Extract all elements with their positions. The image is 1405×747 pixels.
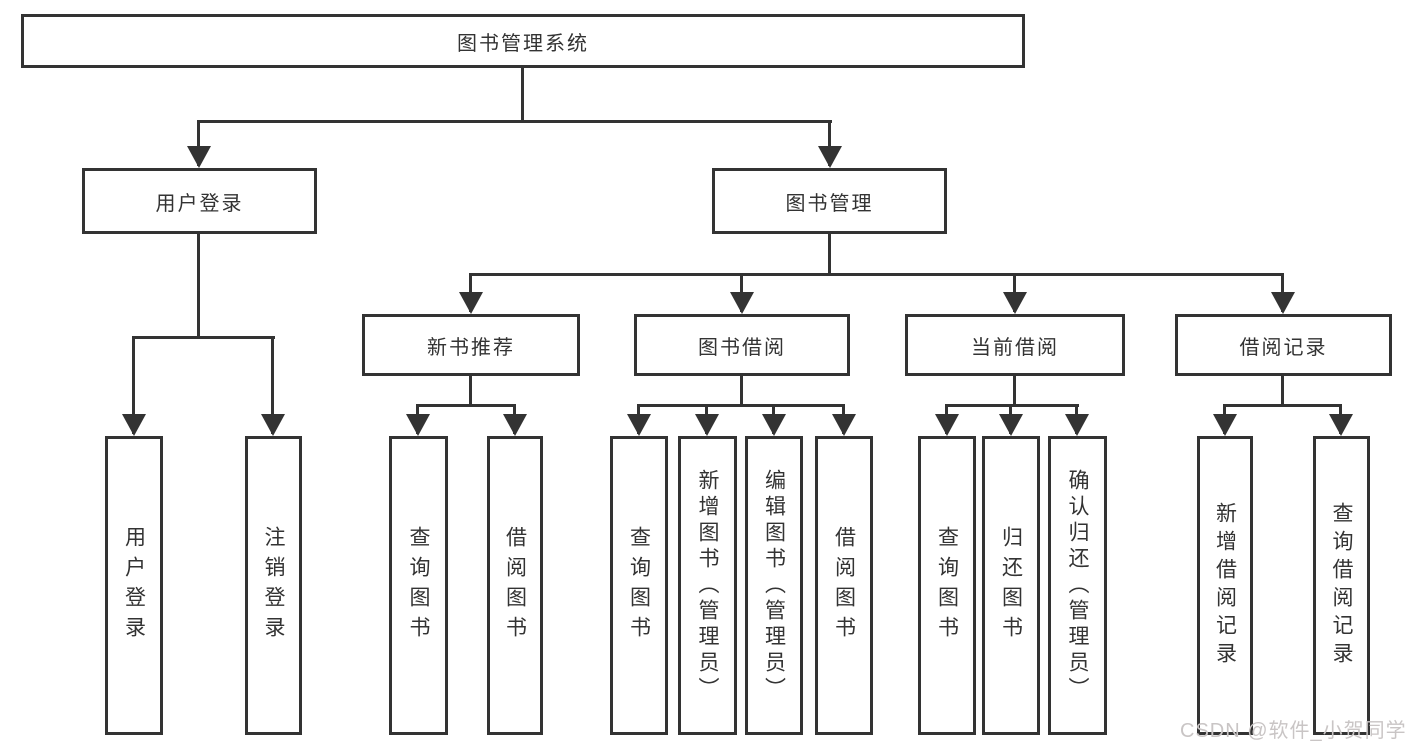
connector-root-stem (521, 66, 524, 122)
arrowhead-new-book-recommend (459, 292, 483, 314)
arrowhead-book-borrow (730, 292, 754, 314)
node-label: 用户登录 (122, 525, 146, 646)
node-leaf-logout: 注销登录 (245, 436, 302, 735)
arrowhead-borrow-books-c (832, 414, 856, 436)
arrowhead-query-books-d (935, 414, 959, 436)
connector-user-login-stem (197, 234, 200, 339)
connector-borrow-records-stem (1281, 376, 1284, 407)
arrowhead-user-login-leaf (122, 414, 146, 436)
arrowhead-add-books-c (695, 414, 719, 436)
node-leaf-query-books-borrow: 查询图书 (610, 436, 668, 735)
connector-borrow-records-branch (1223, 404, 1342, 407)
node-label: 借阅记录 (1239, 336, 1328, 359)
node-leaf-user-login: 用户登录 (105, 436, 163, 735)
node-book-management: 图书管理 (712, 168, 947, 234)
arrowhead-query-books-c (627, 414, 651, 436)
connector-book-management-stem (828, 234, 831, 276)
connector-new-book-branch (416, 404, 516, 407)
node-label: 新书推荐 (427, 336, 515, 359)
node-new-book-recommend: 新书推荐 (362, 314, 580, 376)
node-leaf-query-books-current: 查询图书 (918, 436, 976, 735)
node-label: 用户登录 (155, 192, 244, 215)
node-label: 图书管理 (785, 192, 874, 215)
node-leaf-return-books: 归还图书 (982, 436, 1040, 735)
arrowhead-current-borrow (1003, 292, 1027, 314)
arrowhead-add-record-e (1213, 414, 1237, 436)
node-label: 查询图书 (407, 525, 430, 646)
connector-root-to-user-login (197, 120, 200, 166)
node-leaf-edit-books-admin: 编辑图书（管理员） (745, 436, 803, 735)
connector-current-borrow-stem (1013, 376, 1016, 407)
connector-new-book-stem (469, 376, 472, 407)
node-label: 确认归还（管理员） (1066, 468, 1089, 703)
arrowhead-borrow-books-b (503, 414, 527, 436)
connector-book-borrow-branch (637, 404, 845, 407)
node-label: 查询借阅记录 (1330, 501, 1353, 670)
node-leaf-add-borrow-record: 新增借阅记录 (1197, 436, 1253, 735)
node-label: 借阅图书 (832, 525, 856, 646)
arrowhead-query-books-b (406, 414, 430, 436)
arrowhead-confirm-return-d (1065, 414, 1089, 436)
node-label: 归还图书 (999, 525, 1023, 646)
node-leaf-add-books-admin: 新增图书（管理员） (678, 436, 737, 735)
node-label: 新增借阅记录 (1213, 501, 1237, 670)
node-book-borrow: 图书借阅 (634, 314, 850, 376)
node-leaf-query-borrow-record: 查询借阅记录 (1313, 436, 1370, 735)
node-borrow-records: 借阅记录 (1175, 314, 1392, 376)
node-leaf-borrow-books-recommend: 借阅图书 (487, 436, 543, 735)
node-label: 图书管理系统 (457, 32, 589, 55)
arrowhead-query-record-e (1329, 414, 1353, 436)
node-leaf-confirm-return-admin: 确认归还（管理员） (1048, 436, 1107, 735)
node-current-borrow: 当前借阅 (905, 314, 1125, 376)
connector-root-branch (197, 120, 832, 123)
connector-root-to-book-management (828, 120, 831, 166)
node-label: 查询图书 (935, 525, 959, 646)
arrowhead-logout-leaf (261, 414, 285, 436)
connector-book-management-branch (469, 273, 1284, 276)
node-label: 当前借阅 (971, 336, 1059, 359)
csdn-watermark: CSDN @软件_小贺同学 (1180, 720, 1405, 742)
node-leaf-query-books-recommend: 查询图书 (389, 436, 448, 735)
connector-user-login-branch (132, 336, 275, 339)
arrowhead-borrow-records (1271, 292, 1295, 314)
node-label: 图书借阅 (698, 336, 786, 359)
node-label: 注销登录 (262, 525, 285, 646)
connector-to-user-login-leaf (132, 336, 135, 434)
node-label: 编辑图书（管理员） (762, 468, 786, 703)
node-label: 借阅图书 (503, 525, 527, 646)
connector-current-borrow-branch (945, 404, 1079, 407)
arrowhead-return-books-d (999, 414, 1023, 436)
node-label: 查询图书 (627, 525, 651, 646)
node-label: 新增图书（管理员） (696, 468, 719, 703)
node-user-login: 用户登录 (82, 168, 317, 234)
node-book-management-system: 图书管理系统 (21, 14, 1025, 68)
arrowhead-edit-books-c (762, 414, 786, 436)
node-leaf-borrow-books: 借阅图书 (815, 436, 873, 735)
connector-book-borrow-stem (740, 376, 743, 407)
arrowhead-user-login (187, 146, 211, 168)
connector-to-logout-leaf (271, 336, 274, 434)
arrowhead-book-management (818, 146, 842, 168)
